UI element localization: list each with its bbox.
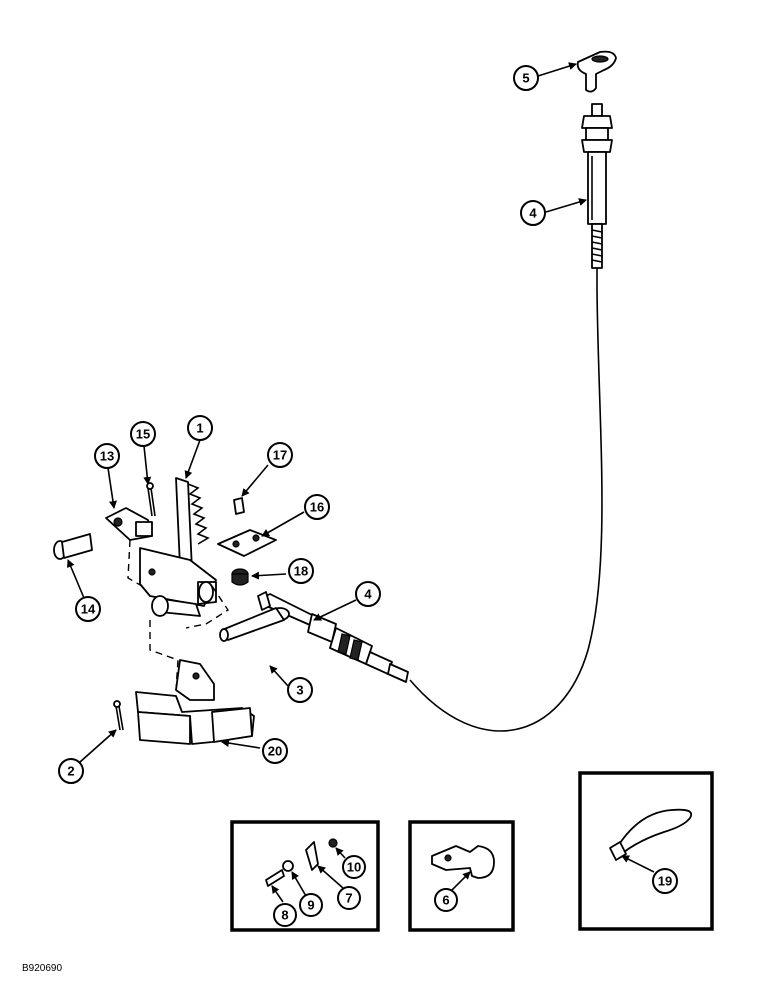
callout-10: 10 [342,855,366,879]
inset-box-clip [408,820,515,932]
svg-text:14: 14 [81,602,96,617]
svg-text:19: 19 [658,874,672,889]
svg-text:2: 2 [67,764,74,779]
svg-text:15: 15 [136,427,150,442]
callout-6: 6 [434,888,458,912]
svg-text:4: 4 [529,206,537,221]
svg-text:7: 7 [345,891,352,906]
callout-4-lower: 4 [355,581,381,607]
svg-text:8: 8 [281,908,288,923]
part-5-knob [576,50,617,93]
callout-18: 18 [288,558,314,584]
part-15-cotter-pin [146,482,156,517]
svg-text:17: 17 [273,448,287,463]
svg-text:4: 4 [364,587,372,602]
part-1-ratchet-bracket [139,477,217,617]
svg-text:13: 13 [100,449,114,464]
part-4-cable-end-lower [257,591,409,683]
callout-13: 13 [94,443,120,469]
svg-text:16: 16 [310,500,324,515]
callout-15: 15 [130,421,156,447]
inset-box-strap [578,771,714,931]
part-16-plate [217,529,277,557]
part-20-lower-bracket [135,659,255,745]
part-14-clevis-pin [53,533,93,560]
callout-1: 1 [187,415,213,441]
part-4-cable-housing-upper [581,103,613,288]
svg-text:20: 20 [268,744,282,759]
part-18-nut [231,568,249,586]
part-17-pin [233,497,245,515]
callout-3: 3 [287,677,313,703]
leader-lines [67,62,655,903]
inset-box-hardware [230,820,380,932]
callout-4-upper: 4 [520,200,546,226]
part-13-clevis [105,507,153,541]
callout-2: 2 [58,758,84,784]
callout-7: 7 [337,886,361,910]
callout-14: 14 [75,596,101,622]
callout-5: 5 [513,65,539,91]
svg-text:3: 3 [296,683,303,698]
part-2-cotter-pin [113,700,124,731]
part-3-pin [219,607,290,642]
callout-20: 20 [262,738,288,764]
callout-19: 19 [652,868,678,894]
assembly-dashed-lines [127,539,229,691]
svg-text:18: 18 [294,564,308,579]
callout-8: 8 [273,903,297,927]
svg-text:10: 10 [347,860,361,875]
svg-text:6: 6 [442,893,449,908]
svg-text:1: 1 [196,421,203,436]
control-cable-wire [409,287,603,732]
figure-code: B920690 [22,963,63,974]
svg-text:9: 9 [307,898,314,913]
callout-17: 17 [267,442,293,468]
callout-16: 16 [304,494,330,520]
svg-text:5: 5 [522,71,529,86]
callout-9: 9 [299,893,323,917]
